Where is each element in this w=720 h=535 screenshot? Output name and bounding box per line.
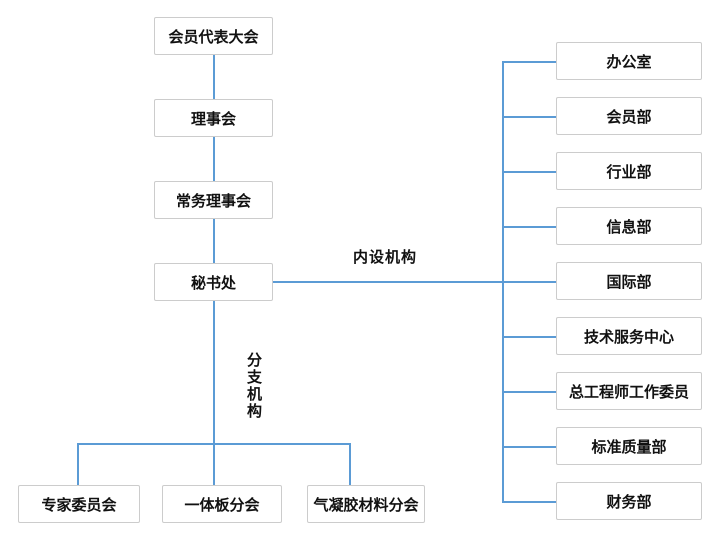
connector-stub-info-line	[502, 226, 556, 228]
connector-drop-board-line	[213, 443, 215, 485]
node-standing-council: 常务理事会	[154, 181, 273, 219]
branch-orgs-label: 分支机构	[245, 352, 262, 420]
node-dept-chief-engineer: 总工程师工作委员	[556, 372, 702, 410]
connector-internal-main-line	[273, 281, 556, 283]
node-dept-tech-service: 技术服务中心	[556, 317, 702, 355]
node-branch-expert-committee: 专家委员会	[18, 485, 140, 523]
connector-stub-standards-line	[502, 446, 556, 448]
node-dept-industry: 行业部	[556, 152, 702, 190]
node-member-congress: 会员代表大会	[154, 17, 273, 55]
connector-stub-finance-line	[502, 501, 556, 503]
node-branch-aerogel-materials: 气凝胶材料分会	[307, 485, 425, 523]
node-dept-international: 国际部	[556, 262, 702, 300]
connector-branch-main-line	[213, 301, 215, 444]
node-dept-office: 办公室	[556, 42, 702, 80]
node-dept-standards: 标准质量部	[556, 427, 702, 465]
node-secretariat: 秘书处	[154, 263, 273, 301]
node-dept-information: 信息部	[556, 207, 702, 245]
connector-chain-1-line	[213, 55, 215, 99]
node-branch-integrated-board: 一体板分会	[162, 485, 282, 523]
node-dept-finance: 财务部	[556, 482, 702, 520]
connector-drop-expert-line	[77, 443, 79, 485]
connector-internal-trunk-line	[502, 61, 504, 501]
connector-stub-techsvc-line	[502, 336, 556, 338]
connector-stub-industry-line	[502, 171, 556, 173]
connector-drop-aerogel-line	[349, 443, 351, 485]
node-dept-membership: 会员部	[556, 97, 702, 135]
connector-stub-office-line	[502, 61, 556, 63]
connector-chain-2-line	[213, 137, 215, 181]
node-council: 理事会	[154, 99, 273, 137]
internal-orgs-label: 内设机构	[352, 249, 417, 266]
connector-chain-3-line	[213, 219, 215, 263]
connector-stub-chiefeng-line	[502, 391, 556, 393]
connector-stub-member-line	[502, 116, 556, 118]
